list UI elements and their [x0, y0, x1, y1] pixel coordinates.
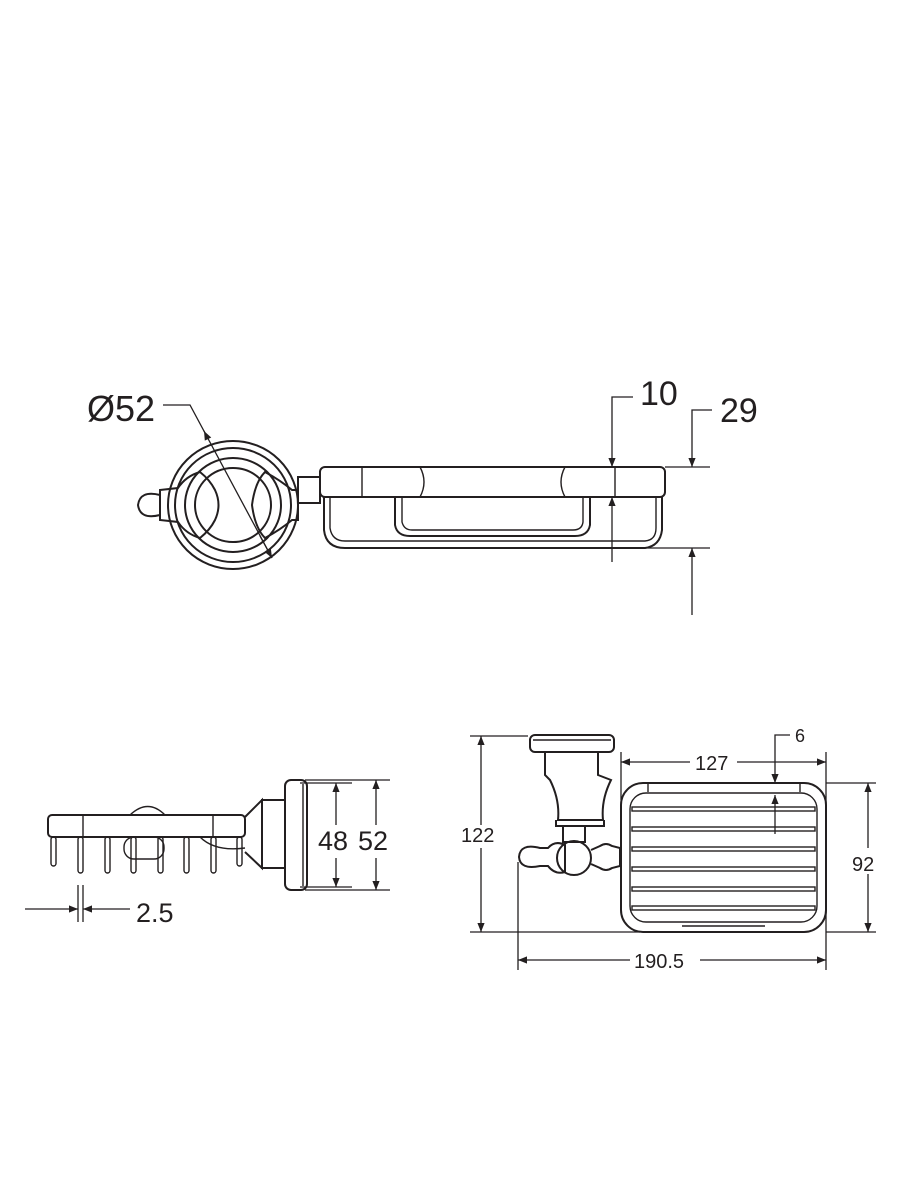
flange-cone [244, 797, 263, 871]
basket-slats [631, 806, 816, 911]
flange-plate [284, 779, 308, 891]
dim-6-leader [771, 734, 790, 783]
tray-bar [47, 814, 246, 838]
arm-curve [199, 836, 246, 850]
basket-prongs [50, 836, 243, 874]
dim-2-5-label: 2.5 [136, 898, 174, 928]
diameter-arrow-bottom [259, 535, 273, 559]
dim-29-label: 29 [720, 392, 758, 430]
tray-bar-dividers [361, 466, 616, 498]
basket-side [323, 497, 663, 549]
diameter-label: Ø52 [87, 388, 155, 429]
wall-flange-rings [167, 440, 299, 570]
dim-190-label: 190.5 [634, 951, 684, 973]
baluster-right [250, 470, 299, 540]
dim-29-leader [688, 409, 712, 467]
flange-collar [261, 799, 286, 869]
dim-92-label: 92 [852, 854, 874, 876]
top-view: Ø52 10 29 [87, 375, 758, 615]
diameter-arrow-top [203, 430, 212, 441]
mount-stem [562, 825, 586, 843]
dim-127-label: 127 [695, 753, 728, 775]
basket-handle-outer [394, 497, 591, 537]
arm-finial [517, 842, 566, 874]
mount-plate [529, 734, 615, 753]
dim-52-label: 52 [358, 826, 388, 856]
dim-10-label: 10 [640, 375, 678, 413]
dim-10-leader [608, 396, 633, 467]
side-view: 48 52 2.5 [25, 779, 390, 928]
baluster-body [159, 470, 220, 540]
basket-inner [629, 792, 818, 923]
mount-neck [544, 752, 613, 827]
tray-top-bar [319, 466, 666, 498]
front-view: 122 127 6 92 190.5 [461, 726, 876, 973]
diameter-leader [163, 404, 273, 559]
dim-6-label: 6 [795, 726, 805, 746]
connector [297, 476, 321, 504]
arm-ball [556, 840, 592, 876]
finial-knob [136, 492, 161, 518]
hub-circle [129, 805, 166, 816]
basket-handle-inner [401, 497, 584, 531]
dim-122-label: 122 [461, 825, 494, 847]
arm-bar [590, 843, 621, 871]
dim-48-label: 48 [318, 826, 348, 856]
basket-side-inner [329, 497, 657, 542]
